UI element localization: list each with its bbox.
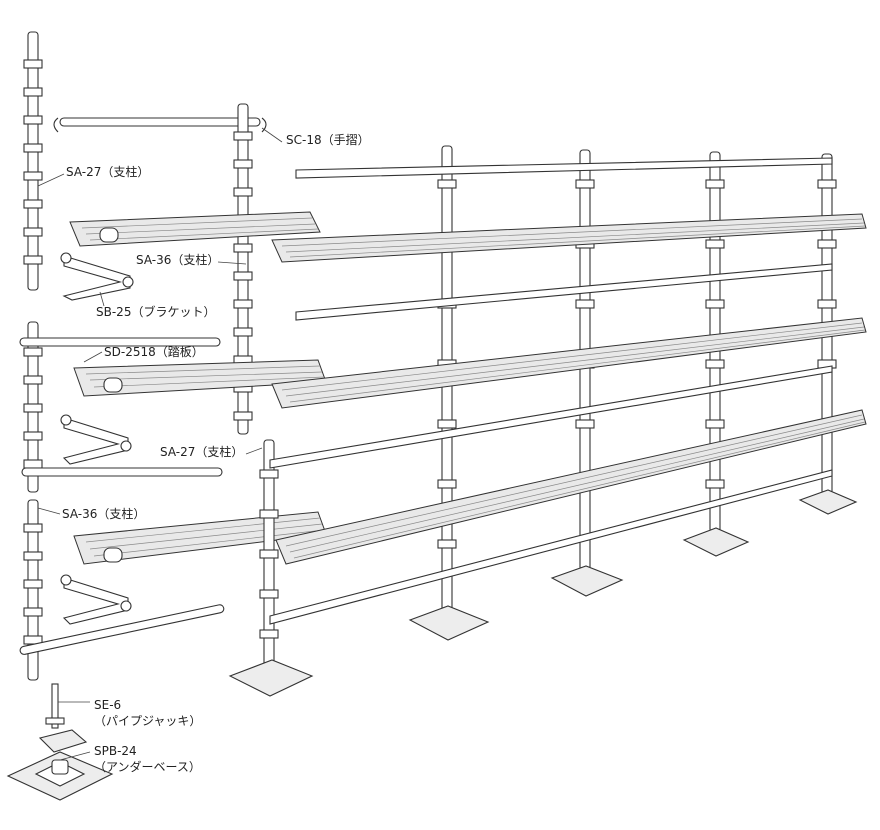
leader-lines [37,127,283,761]
label-sb25: SB-25（ブラケット） [96,305,216,319]
bracket-low [60,574,132,625]
post-sa27-mid [23,321,43,493]
post-sa36-low [23,499,43,681]
pipe-jack-se6 [38,683,88,753]
label-sa36-low: SA-36（支柱） [62,507,146,521]
label-se6-name: （パイプジャッキ） [94,714,202,728]
handrail-mid [19,337,221,347]
label-spb24-name: （アンダーベース） [94,760,201,774]
label-sa27-mid: SA-27（支柱） [160,445,244,459]
post-sa27-top [23,31,43,291]
label-sc18: SC-18（手摺） [286,133,370,147]
label-sa36-top: SA-36（支柱） [136,253,220,267]
label-spb24-code: SPB-24 [94,744,137,758]
handrail-sc18 [53,117,267,133]
bracket-mid [60,414,132,465]
handrail-low [21,467,223,477]
under-base-spb24 [6,751,114,801]
post-sa36-top [233,103,253,435]
deck-top [69,211,321,247]
deck-low [73,511,327,565]
label-se6-code: SE-6 [94,698,122,712]
label-sd2518: SD-2518（踏板） [104,345,204,359]
bracket-top [60,252,134,301]
assembled-scaffold [228,145,867,697]
handrail-bottom [19,604,225,655]
deck-sd2518 [73,359,327,397]
label-sa27-top: SA-27（支柱） [66,165,150,179]
